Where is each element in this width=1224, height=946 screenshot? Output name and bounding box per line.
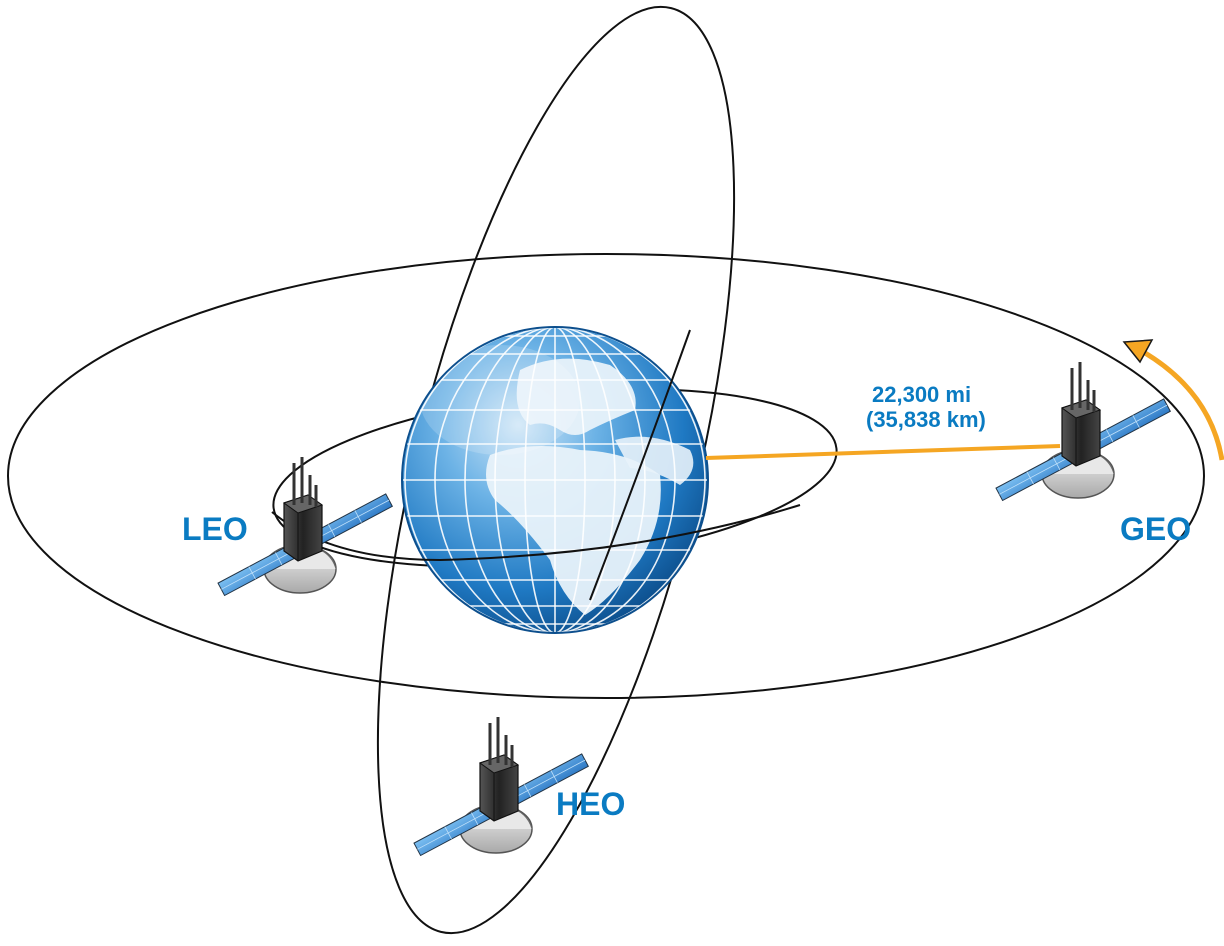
curved-arrow-icon bbox=[1122, 339, 1224, 461]
heo-orbit-front bbox=[589, 329, 691, 601]
heo-label: HEO bbox=[556, 786, 625, 822]
leo-label: LEO bbox=[182, 511, 248, 547]
globe-icon bbox=[401, 326, 709, 634]
distance-line bbox=[705, 444, 1061, 460]
geo-label: GEO bbox=[1120, 511, 1191, 547]
distance-miles-label: 22,300 mi bbox=[872, 382, 971, 407]
geo-orbit bbox=[7, 253, 1205, 699]
distance-km-label: (35,838 km) bbox=[866, 407, 986, 432]
satellite-icon-geo bbox=[994, 360, 1172, 502]
